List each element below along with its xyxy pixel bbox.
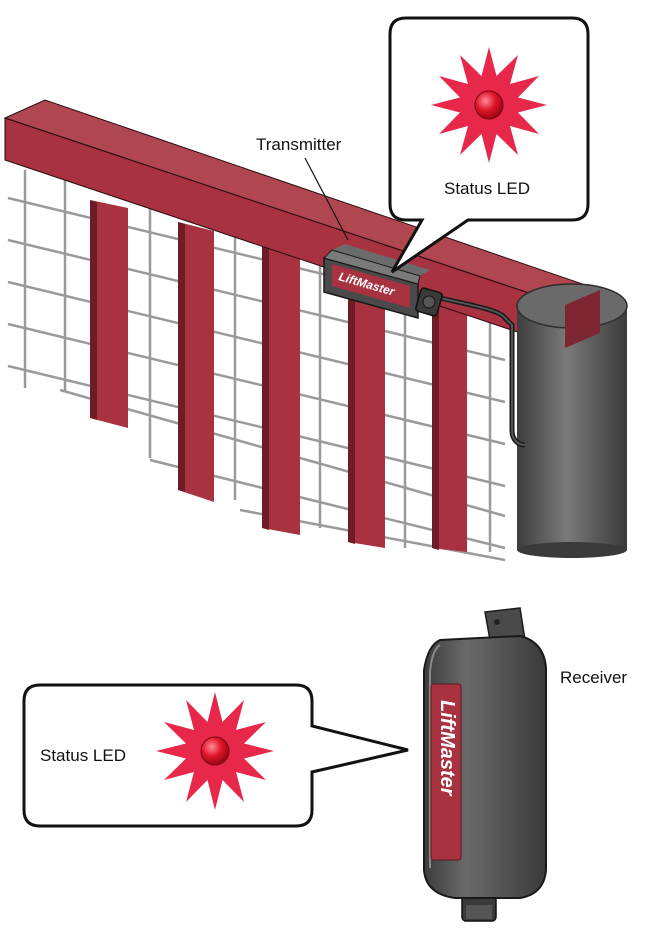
status-led-callout-bottom: Status LED bbox=[22, 683, 409, 828]
status-led-icon-bottom bbox=[156, 692, 274, 810]
receiver-brand-logo: LiftMaster bbox=[436, 700, 458, 797]
transmitter-label: Transmitter bbox=[256, 135, 342, 154]
transmitter-device: LiftMaster bbox=[323, 244, 443, 319]
receiver-label: Receiver bbox=[560, 668, 627, 687]
transmitter-leader-line bbox=[304, 157, 349, 241]
gate-post bbox=[516, 283, 628, 558]
status-led-callout-top: Status LED bbox=[388, 16, 590, 274]
status-led-icon-top bbox=[431, 47, 547, 163]
gate-slats bbox=[90, 200, 467, 552]
receiver-device: LiftMaster bbox=[423, 607, 547, 922]
status-led-label-top: Status LED bbox=[444, 179, 530, 198]
status-led-label-bottom: Status LED bbox=[40, 746, 126, 765]
